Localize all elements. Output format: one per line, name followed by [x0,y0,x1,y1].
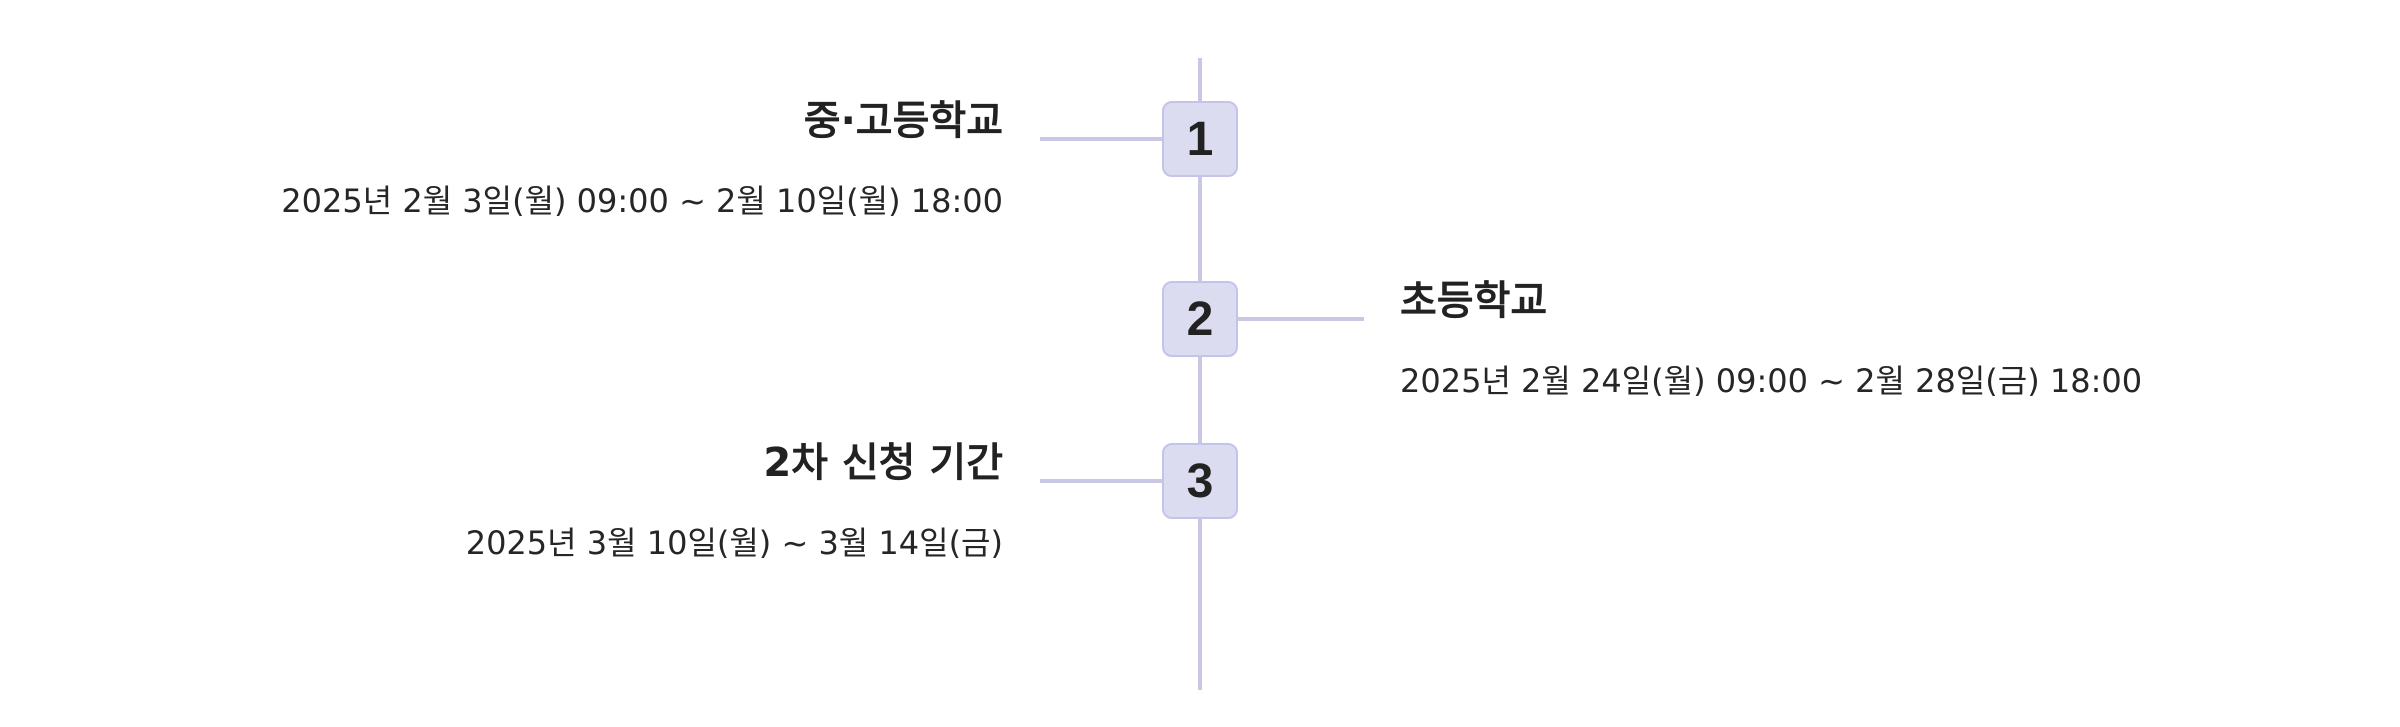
step-badge-1: 1 [1162,101,1238,177]
connector-line-1 [1040,137,1162,141]
connector-line-2 [1238,317,1364,321]
step-number-1: 1 [1186,112,1214,166]
step-number-2: 2 [1186,292,1214,346]
item-date-2: 2025년 2월 24일(월) 09:00 ~ 2월 28일(금) 18:00 [1400,362,2143,400]
item-title-2: 초등학교 [1400,278,1548,324]
timeline-axis-line [1198,58,1202,690]
item-title-3: 2차 신청 기간 [763,440,1003,486]
step-badge-2: 2 [1162,281,1238,357]
step-number-3: 3 [1186,454,1214,508]
item-date-3: 2025년 3월 10일(월) ~ 3월 14일(금) [465,524,1003,562]
item-title-1: 중·고등학교 [803,98,1003,144]
connector-line-3 [1040,479,1162,483]
item-date-1: 2025년 2월 3일(월) 09:00 ~ 2월 10일(월) 18:00 [281,182,1003,220]
step-badge-3: 3 [1162,443,1238,519]
